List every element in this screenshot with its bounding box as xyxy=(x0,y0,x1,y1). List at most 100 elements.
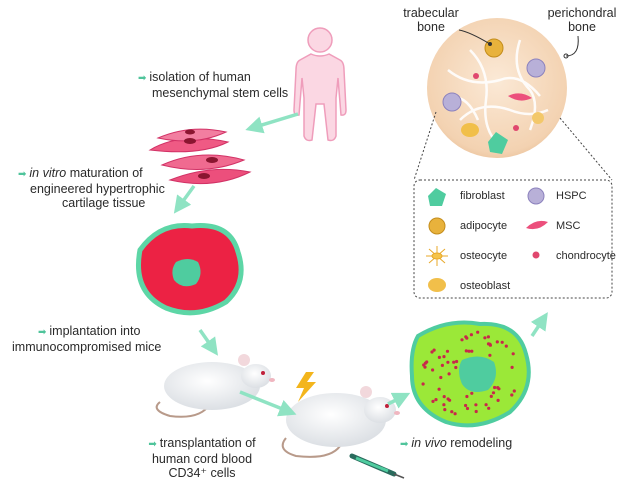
legend-label-osteocyte: osteocyte xyxy=(460,250,508,262)
bullet-arrow-icon: ➡ xyxy=(38,327,47,338)
chondrocyte-dot xyxy=(474,409,478,414)
legend-label-msc: MSC xyxy=(556,220,581,232)
chondrocyte-icon xyxy=(532,251,540,259)
chondrocyte-dot xyxy=(440,363,444,367)
chondrocyte-dot xyxy=(486,335,490,339)
chondrocyte-dot xyxy=(450,410,454,414)
label-perichondral-bone: perichondral bone xyxy=(538,6,626,34)
chondrocyte-dot xyxy=(469,333,473,337)
step-maturation: ➡in vitro maturation of engineered hyper… xyxy=(18,166,165,210)
chondrocyte-dot xyxy=(455,359,459,364)
chondrocyte-dot xyxy=(453,412,457,416)
chondrocyte-dot xyxy=(442,355,446,359)
chondrocyte-dot xyxy=(421,382,425,386)
chondrocyte-dot xyxy=(500,340,504,344)
bone-section-icon xyxy=(427,18,567,158)
perichondral-line2: bone xyxy=(568,20,596,34)
transplantation-line1: transplantation of xyxy=(159,436,256,450)
chondrocyte-dot xyxy=(495,340,499,344)
chondrocyte-dot xyxy=(452,360,456,364)
chondrocyte-dot xyxy=(446,397,450,401)
adipocyte-icon xyxy=(428,217,446,235)
isolation-line2: mesenchymal stem cells xyxy=(152,86,289,100)
chondrocyte-dot xyxy=(443,408,447,412)
chondrocyte-dot xyxy=(439,375,443,380)
chondrocyte-dot xyxy=(510,393,514,397)
chondrocyte-dot xyxy=(487,406,491,410)
chondrocyte-dot xyxy=(446,360,450,364)
implantation-line1: implantation into xyxy=(49,324,141,338)
transplantation-line3: CD34⁺ cells xyxy=(168,466,236,480)
transplantation-line2: human cord blood xyxy=(151,452,253,466)
chondrocyte-dot xyxy=(447,372,451,376)
remodeling-rest: remodeling xyxy=(446,436,513,450)
perichondral-line1: perichondral xyxy=(547,6,617,20)
chondrocyte-dot xyxy=(430,350,434,354)
chondrocyte-dot xyxy=(483,336,487,340)
isolation-line1: isolation of human xyxy=(149,70,251,84)
chondrocyte-dot xyxy=(464,403,468,408)
step-transplantation: ➡transplantation of human cord blood CD3… xyxy=(128,436,276,480)
implantation-line2: immunocompromised mice xyxy=(12,340,162,354)
step-implantation: ➡implantation into immunocompromised mic… xyxy=(12,324,161,354)
chondrocyte-dot xyxy=(504,344,508,348)
chondrocyte-dot xyxy=(445,349,450,353)
cartilage-tissue-icon xyxy=(136,223,244,316)
mouse-left-icon xyxy=(155,354,275,418)
human-figure-icon xyxy=(293,27,347,142)
maturation-line3: cartilage tissue xyxy=(62,196,146,210)
chondrocyte-dot xyxy=(431,399,435,403)
chondrocyte-dot xyxy=(464,349,468,353)
mouse-right-icon xyxy=(281,386,400,458)
legend-label-osteoblast: osteoblast xyxy=(460,280,511,292)
remodeling-italic: in vivo xyxy=(411,436,447,450)
chondrocyte-dot xyxy=(437,387,441,391)
bullet-arrow-icon: ➡ xyxy=(138,73,147,84)
chondrocyte-dot xyxy=(491,391,496,395)
chondrocyte-dots xyxy=(421,330,516,416)
syringe-icon xyxy=(349,453,405,479)
chondrocyte-dot xyxy=(465,406,470,411)
chondrocyte-dot xyxy=(470,391,474,395)
chondrocyte-dot xyxy=(422,363,426,367)
irradiation-icon xyxy=(296,372,316,402)
label-trabecular-bone: trabecular bone xyxy=(398,6,464,34)
remodeled-tissue-icon xyxy=(409,320,531,428)
maturation-line2: engineered hypertrophic xyxy=(30,182,165,196)
bullet-arrow-icon: ➡ xyxy=(18,169,27,180)
chondrocyte-dot xyxy=(511,352,515,356)
msc-icon xyxy=(526,220,548,230)
chondrocyte-dot xyxy=(437,355,441,359)
trabecular-line2: bone xyxy=(417,20,445,34)
chondrocyte-dot xyxy=(496,386,500,390)
trabecular-line1: trabecular xyxy=(403,6,459,20)
legend-label-hspc: HSPC xyxy=(556,190,587,202)
legend-label-chondrocyte: chondrocyte xyxy=(556,250,616,262)
chondrocyte-dot xyxy=(442,395,446,399)
chondrocyte-dot xyxy=(510,365,514,369)
osteoblast-icon xyxy=(428,278,446,292)
chondrocyte-dot xyxy=(465,394,469,399)
chondrocyte-dot xyxy=(454,365,458,370)
step-isolation: ➡isolation of human mesenchymal stem cel… xyxy=(138,70,288,100)
maturation-rest: maturation of xyxy=(66,166,143,180)
osteocyte-icon xyxy=(426,246,448,266)
chondrocyte-dot xyxy=(488,343,492,347)
bullet-arrow-icon: ➡ xyxy=(148,439,157,450)
chondrocyte-dot xyxy=(512,389,516,393)
msc-cluster-icon xyxy=(148,128,252,185)
chondrocyte-dot xyxy=(442,403,446,407)
step-remodeling: ➡in vivo remodeling xyxy=(400,436,512,452)
chondrocyte-dot xyxy=(496,398,500,402)
chondrocyte-dot xyxy=(484,403,488,407)
chondrocyte-dot xyxy=(493,385,497,390)
maturation-italic: in vitro xyxy=(29,166,67,180)
legend-box xyxy=(413,179,613,299)
chondrocyte-dot xyxy=(432,348,436,352)
chondrocyte-dot xyxy=(431,368,435,372)
chondrocyte-dot xyxy=(434,398,438,402)
chondrocyte-dot xyxy=(470,349,474,353)
chondrocyte-dot xyxy=(460,338,464,342)
chondrocyte-dot xyxy=(476,330,480,334)
chondrocyte-dot xyxy=(488,353,492,357)
